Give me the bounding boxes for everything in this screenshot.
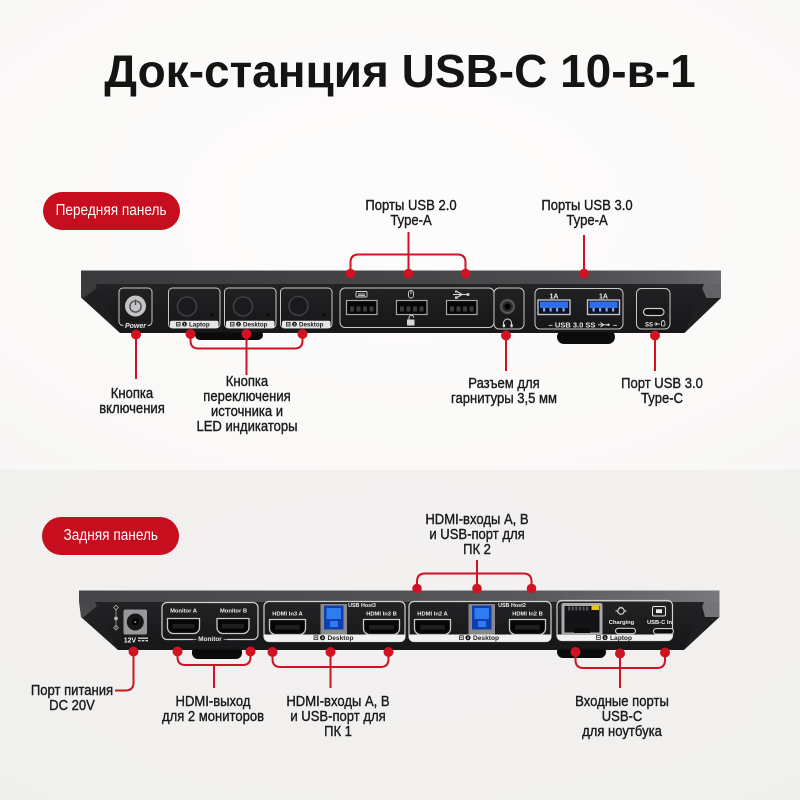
svg-text:Desktop: Desktop: [243, 322, 268, 329]
svg-text:– Monitor –: – Monitor –: [193, 636, 228, 643]
svg-text:HDMI In2 B: HDMI In2 B: [512, 612, 543, 618]
svg-text:Charging: Charging: [609, 620, 635, 626]
svg-text:Desktop: Desktop: [473, 635, 499, 642]
svg-text:1A: 1A: [550, 294, 559, 301]
svg-text:Laptop: Laptop: [189, 322, 210, 329]
svg-text:Power: Power: [125, 323, 147, 330]
svg-text:Monitor B: Monitor B: [220, 609, 247, 615]
svg-text:HDMI In2 A: HDMI In2 A: [417, 612, 448, 618]
svg-text:3: 3: [321, 636, 323, 640]
svg-text:Desktop: Desktop: [299, 322, 324, 329]
svg-text:Laptop: Laptop: [610, 635, 632, 642]
svg-text:– USB 3.0 SS: – USB 3.0 SS: [549, 321, 596, 330]
svg-text:USB-C In: USB-C In: [647, 620, 673, 626]
svg-text:1A: 1A: [599, 294, 608, 301]
svg-text:2: 2: [467, 636, 469, 640]
svg-text:1: 1: [184, 323, 186, 327]
svg-text:Monitor A: Monitor A: [170, 609, 198, 615]
svg-text:SS: SS: [645, 323, 653, 329]
svg-text:–: –: [613, 321, 617, 330]
svg-text:1: 1: [604, 636, 606, 640]
svg-text:USB Host2: USB Host2: [498, 603, 526, 609]
svg-text:12V: 12V: [124, 638, 137, 645]
svg-text:Desktop: Desktop: [328, 635, 354, 642]
svg-text:2: 2: [238, 323, 240, 327]
svg-text:HDMI In3 A: HDMI In3 A: [272, 612, 303, 618]
svg-text:HDMI In3 B: HDMI In3 B: [366, 612, 397, 618]
svg-text:USB Host3: USB Host3: [348, 603, 376, 609]
svg-text:3: 3: [294, 323, 296, 327]
